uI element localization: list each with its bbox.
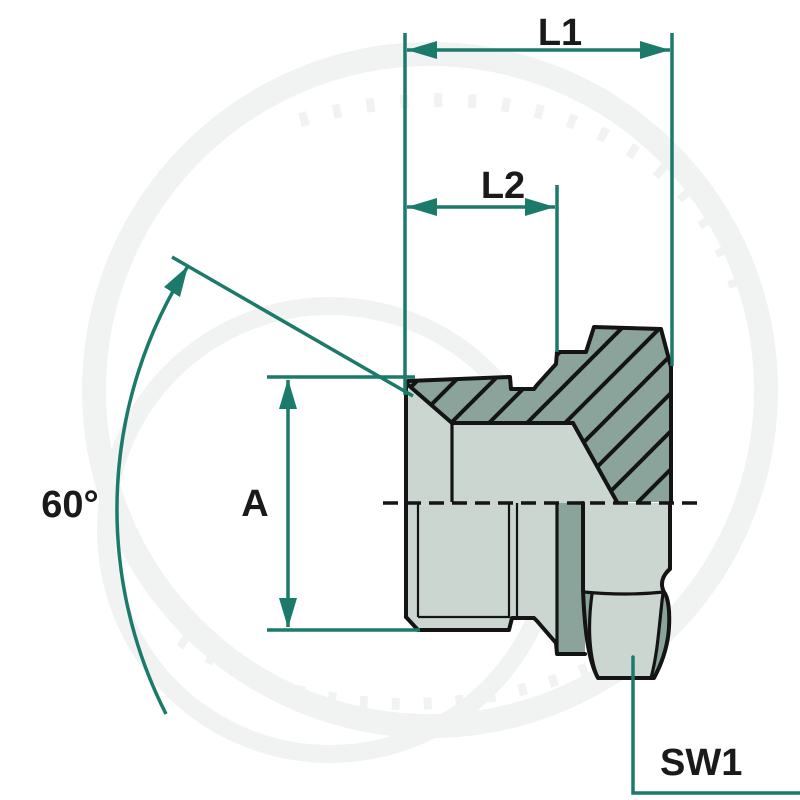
cone-angle-slant-line — [171, 255, 414, 398]
l2-arrow-left — [407, 198, 437, 216]
dimension-l2: L2 — [407, 165, 559, 352]
upper-profile-outline — [404, 325, 673, 505]
dimension-sw1: SW1 — [631, 655, 800, 795]
dim-label-l2: L2 — [481, 165, 525, 207]
drill-point-edge — [571, 421, 619, 504]
hex-nut-facet-chord — [583, 590, 665, 596]
dimension-l1: L1 — [403, 12, 674, 395]
cone-angle-arc — [115, 265, 190, 715]
a-arrow-up — [279, 379, 297, 409]
cone-seat-edge — [404, 381, 454, 425]
collar-shaded-face — [557, 503, 585, 654]
hex-nut-right-facet-edge — [649, 592, 665, 679]
dimension-a: A — [241, 375, 420, 632]
hex-nut-front-facet — [583, 503, 670, 678]
dim-label-angle: 60° — [41, 484, 98, 526]
part-view — [383, 325, 698, 680]
dimension-cone-angle: 60° — [41, 255, 414, 715]
cone-angle-arc-arrow — [164, 266, 188, 297]
l1-arrow-right — [640, 41, 670, 59]
l2-arrow-right — [525, 198, 555, 216]
hex-nut-left-shaded-facet — [584, 591, 598, 677]
hex-nut-outline — [581, 501, 672, 680]
a-arrow-down — [279, 598, 297, 628]
l1-arrow-left — [407, 41, 437, 59]
sw1-leader-line — [631, 655, 800, 795]
dim-label-sw1: SW1 — [660, 742, 742, 784]
cross-section-hatching — [406, 327, 671, 502]
dim-label-l1: L1 — [538, 12, 582, 54]
hex-nut-left-facet-edge — [587, 593, 600, 679]
dim-label-a: A — [241, 483, 268, 525]
